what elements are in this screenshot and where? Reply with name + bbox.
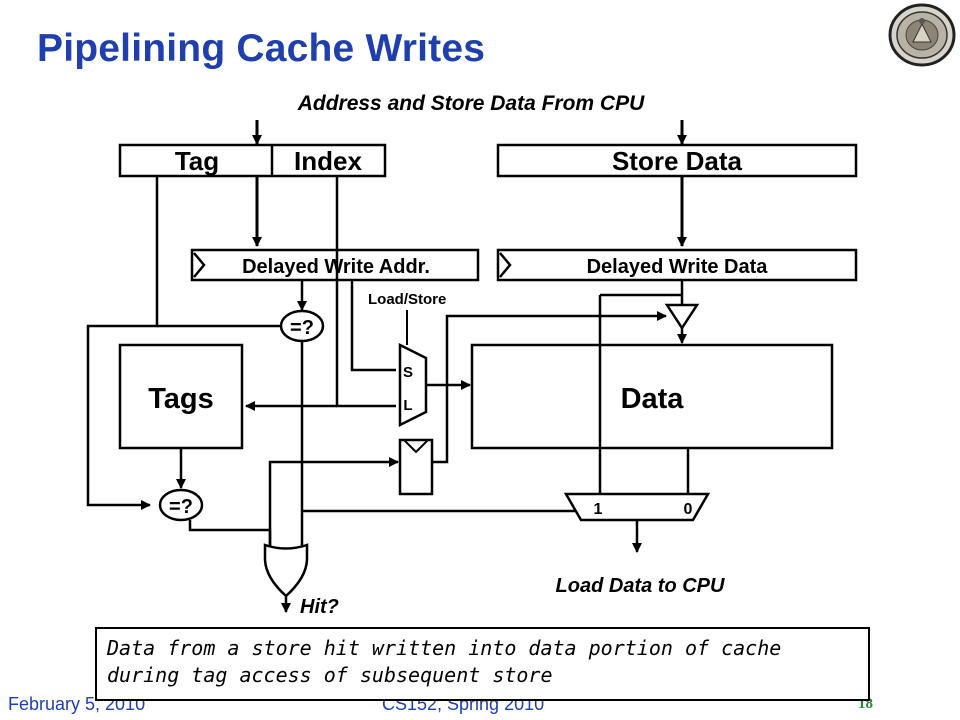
hit-delay-register bbox=[398, 438, 434, 496]
mux-l-label: L bbox=[403, 397, 412, 414]
slide-title: Pipelining Cache Writes bbox=[37, 27, 486, 70]
note-line-2: during tag access of subsequent store bbox=[107, 663, 553, 687]
index-field-label: Index bbox=[294, 146, 362, 176]
data-array bbox=[470, 343, 834, 450]
comparator-top-label: =? bbox=[290, 317, 314, 339]
delayed-write-addr-register bbox=[190, 248, 480, 282]
load-store-label: Load/Store bbox=[368, 291, 446, 308]
mux-s-label: S bbox=[403, 364, 413, 381]
note-line-1: Data from a store hit written into data … bbox=[107, 636, 782, 660]
hit-output-label: Hit? bbox=[300, 596, 339, 618]
tag-field-label: Tag bbox=[175, 146, 219, 176]
explanation-note: Data from a store hit written into data … bbox=[95, 627, 870, 701]
address-store-data-label: Address and Store Data From CPU bbox=[297, 92, 645, 115]
data-array-label: Data bbox=[621, 383, 685, 415]
mux-input-1-label: 1 bbox=[594, 501, 603, 518]
load-data-label: Load Data to CPU bbox=[556, 575, 725, 597]
store-data-label: Store Data bbox=[612, 146, 743, 176]
address-register bbox=[118, 143, 387, 178]
address-mux bbox=[398, 342, 428, 428]
load-data-mux bbox=[563, 492, 711, 522]
write-data-buffer bbox=[664, 303, 700, 331]
hit-or-gate bbox=[263, 543, 309, 598]
tag-comparator bbox=[158, 488, 204, 522]
university-seal-logo bbox=[888, 3, 956, 67]
mux-input-0-label: 0 bbox=[684, 501, 693, 518]
tags-array-label: Tags bbox=[148, 383, 214, 415]
tags-array bbox=[118, 343, 244, 450]
store-data-register bbox=[496, 143, 858, 178]
comparator-bottom-label: =? bbox=[169, 496, 193, 518]
delayed-write-data-register bbox=[496, 248, 858, 282]
delayed-write-data-label: Delayed Write Data bbox=[587, 256, 769, 278]
